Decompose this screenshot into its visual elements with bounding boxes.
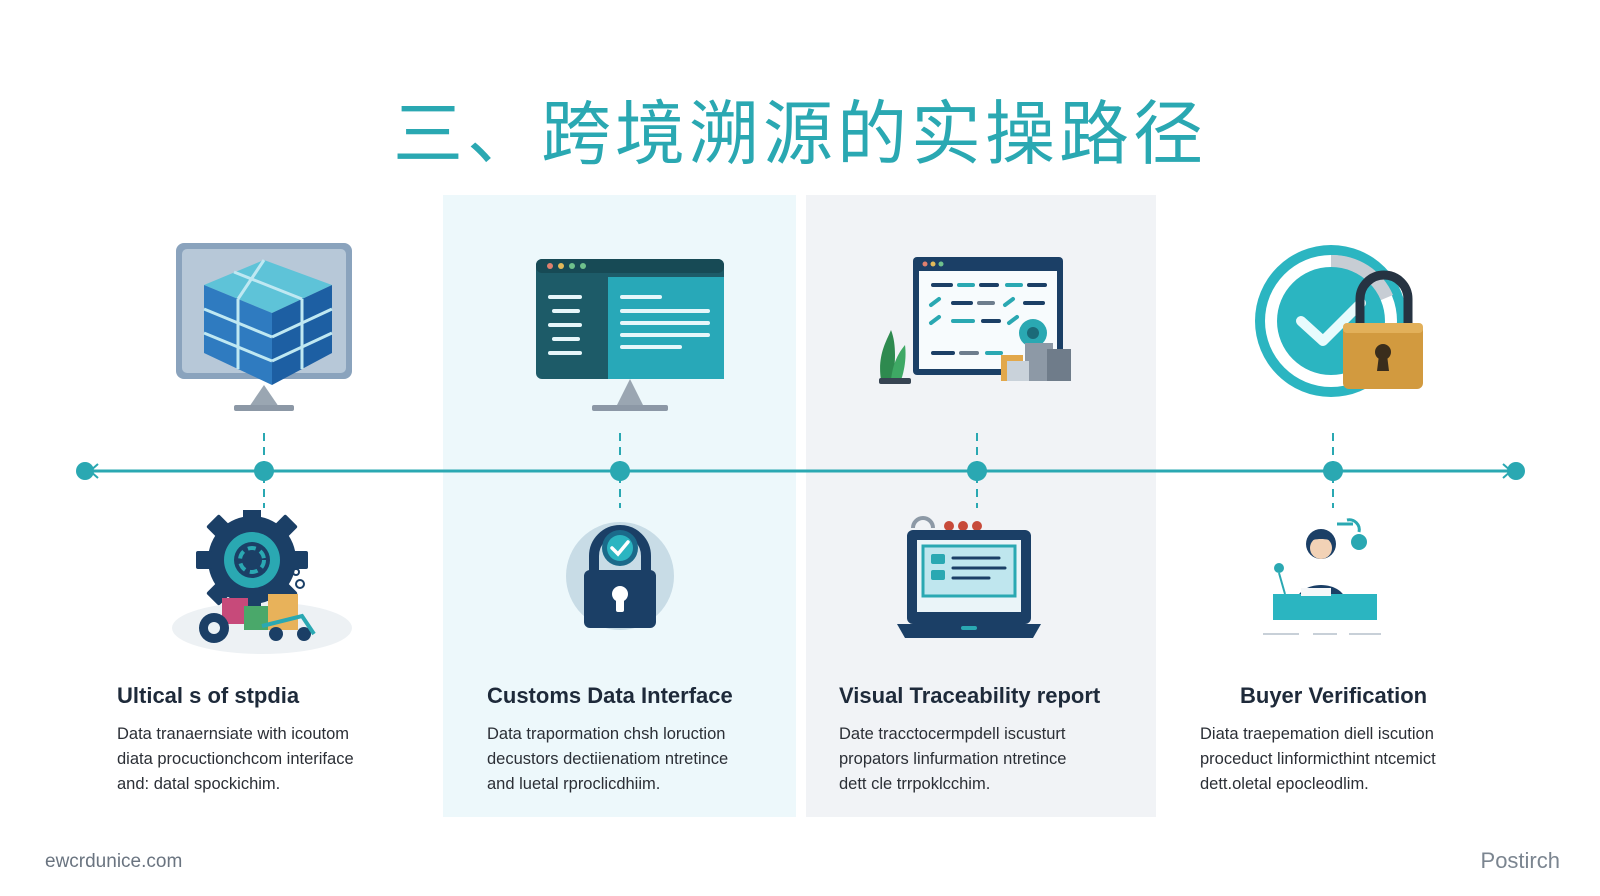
step-4: Buyer Verification Diata traepemation di…: [1200, 683, 1530, 797]
timeline-start-arrow-icon: [90, 464, 98, 478]
step-3-desc-line-1: Date tracctocermpdell iscusturt: [839, 722, 1169, 747]
step-1: Ultical s of stpdia Data tranaernsiate w…: [117, 683, 447, 797]
timeline-start-dot: [76, 462, 94, 480]
step-2: Customs Data Interface Data trapormation…: [487, 683, 817, 797]
verified-lock-icon: [1243, 235, 1443, 420]
page-title: 三、跨境溯源的实操路径: [0, 78, 1600, 179]
footer-website-link[interactable]: ewcrdunice.com: [45, 851, 182, 873]
step-2-desc-line-2: decustors dectiienatiom ntretince: [487, 747, 817, 772]
timeline-end-arrow-icon: [1503, 464, 1511, 478]
step-2-desc-line-1: Data trapormation chsh loruction: [487, 722, 817, 747]
laptop-report-icon: [877, 510, 1077, 660]
code-monitor-icon: [530, 235, 730, 420]
step-2-desc-line-3: and luetal rproclicdhiim.: [487, 772, 817, 797]
step-2-title: Customs Data Interface: [487, 683, 817, 709]
buyer-person-icon: [1233, 510, 1433, 660]
step-1-title: Ultical s of stpdia: [117, 683, 447, 709]
step-1-desc-line-2: diata procuctionchcom interiface: [117, 747, 447, 772]
timeline-node-4: [1323, 433, 1343, 508]
step-4-desc-line-1: Diata traepemation diell iscution: [1200, 722, 1530, 747]
step-4-desc-line-3: dett.oletal epocleodlim.: [1200, 772, 1530, 797]
database-monitor-icon: [164, 235, 364, 420]
step-3-desc-line-2: propators linfurmation ntretince: [839, 747, 1169, 772]
step-3: Visual Traceability report Date tracctoc…: [839, 683, 1169, 797]
step-3-desc-line-3: dett cle trrpoklcchim.: [839, 772, 1169, 797]
step-4-desc-line-2: proceduct linformicthint ntcemict: [1200, 747, 1530, 772]
step-4-title: Buyer Verification: [1200, 683, 1530, 709]
timeline-end-dot: [1507, 462, 1525, 480]
report-dashboard-icon: [873, 235, 1073, 420]
timeline-node-1: [254, 433, 274, 508]
secure-lock-icon: [520, 510, 720, 660]
step-3-title: Visual Traceability report: [839, 683, 1169, 709]
gear-logistics-icon: [164, 510, 364, 660]
step-1-desc-line-3: and: datal spockichim.: [117, 772, 447, 797]
footer-brand: Postirch: [1481, 848, 1560, 874]
step-1-desc-line-1: Data tranaernsiate with icoutom: [117, 722, 447, 747]
